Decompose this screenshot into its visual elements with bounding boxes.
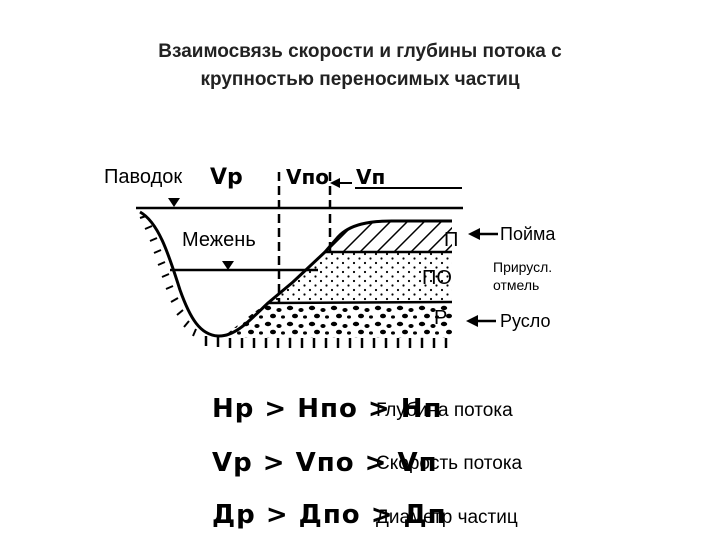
zone-po-label: ПО <box>422 267 452 289</box>
shoal-label-line-1: Прирусл. <box>493 259 552 275</box>
velocity-arrow-icon <box>330 178 340 188</box>
diameter-relation-formula: Др > Дпо > Дп <box>212 500 447 530</box>
page-title: Взаимосвязь скорости и глубины потока с … <box>0 38 720 94</box>
depth-relation-label: Глубина потока <box>376 400 513 421</box>
title-line-1: Взаимосвязь скорости и глубины потока с <box>158 41 562 62</box>
diameter-relation-label: Диаметр частиц <box>376 507 518 528</box>
flood-label: Паводок <box>104 166 182 188</box>
velocity-relation-label: Скорость потока <box>376 453 523 474</box>
velocity-po-label: Vпо <box>286 165 329 189</box>
velocity-r-label: Vр <box>210 165 243 190</box>
velocity-p-label: Vп <box>356 165 385 189</box>
bottom-ticks <box>204 336 448 348</box>
floodplain-arrow-icon <box>468 228 480 240</box>
channel-label: Русло <box>500 311 551 331</box>
depth-relation-formula: Нр > Нпо > Нп <box>212 394 443 424</box>
shoal-label-line-2: отмель <box>493 277 539 293</box>
riverbed-profile <box>139 210 452 338</box>
zone-floodplain-fill <box>325 221 452 252</box>
zone-shoal-fill <box>268 252 452 303</box>
floodplain-label: Пойма <box>500 224 556 244</box>
flood-level-marker-icon <box>168 198 180 207</box>
low-water-label: Межень <box>182 229 256 251</box>
shoal-channel-boundary <box>267 300 453 305</box>
title-line-2: крупностью переносимых частиц <box>200 69 520 90</box>
zone-p-label: П <box>444 229 458 251</box>
low-water-marker-icon <box>222 261 234 270</box>
velocity-relation-formula: Vр > Vпо > Vп <box>212 448 438 478</box>
zone-r-label: Р <box>434 307 447 329</box>
left-bank-ticks <box>139 215 197 337</box>
channel-arrow-icon <box>466 315 478 327</box>
zone-channel-fill <box>228 302 452 338</box>
